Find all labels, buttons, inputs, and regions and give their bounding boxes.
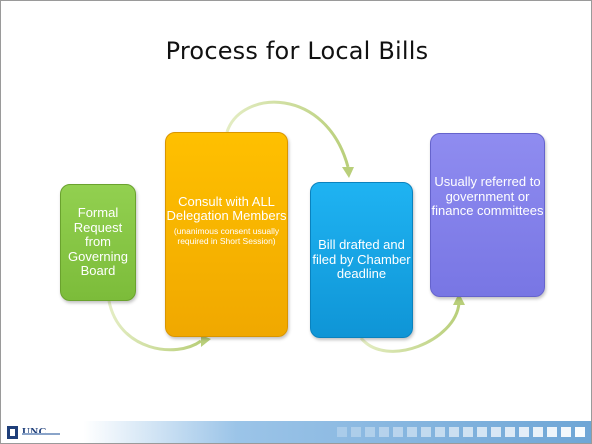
footer-square [449, 427, 459, 437]
step-2-box: Consult with ALL Delegation Members (una… [165, 132, 288, 337]
slide-title: Process for Local Bills [165, 37, 429, 65]
footer-square [435, 427, 445, 437]
footer-square [519, 427, 529, 437]
footer-square [393, 427, 403, 437]
step-4-box: Usually referred to government or financ… [430, 133, 545, 297]
unc-logo-text: UNC [22, 426, 47, 438]
logo-subline [22, 433, 60, 435]
step-1-box: Formal Request from Governing Board [60, 184, 136, 301]
step-3-box: Bill drafted and filed by Chamber deadli… [310, 182, 413, 338]
footer-square [505, 427, 515, 437]
footer-square [351, 427, 361, 437]
unc-logo-mark-icon [7, 425, 18, 439]
arrow-head-2 [342, 167, 354, 178]
footer-square [477, 427, 487, 437]
footer-square [463, 427, 473, 437]
footer-square [379, 427, 389, 437]
step-1-text: Formal Request from Governing Board [68, 205, 128, 279]
step-4-text: Usually referred to government or financ… [431, 174, 544, 219]
footer-square [547, 427, 557, 437]
footer-square [575, 427, 585, 437]
step-2-text: Consult with ALL Delegation Members [166, 193, 287, 224]
footer-square [365, 427, 375, 437]
footer-square [337, 427, 347, 437]
footer-bar: UNC [1, 421, 591, 443]
unc-logo: UNC [7, 424, 47, 440]
footer-square [421, 427, 431, 437]
step-2-subtext: (unanimous consent usually required in S… [173, 225, 280, 246]
step-3-text: Bill drafted and filed by Chamber deadli… [312, 237, 411, 282]
footer-square [407, 427, 417, 437]
footer-square [561, 427, 571, 437]
footer-squares [337, 427, 585, 437]
footer-square [491, 427, 501, 437]
footer-square [533, 427, 543, 437]
